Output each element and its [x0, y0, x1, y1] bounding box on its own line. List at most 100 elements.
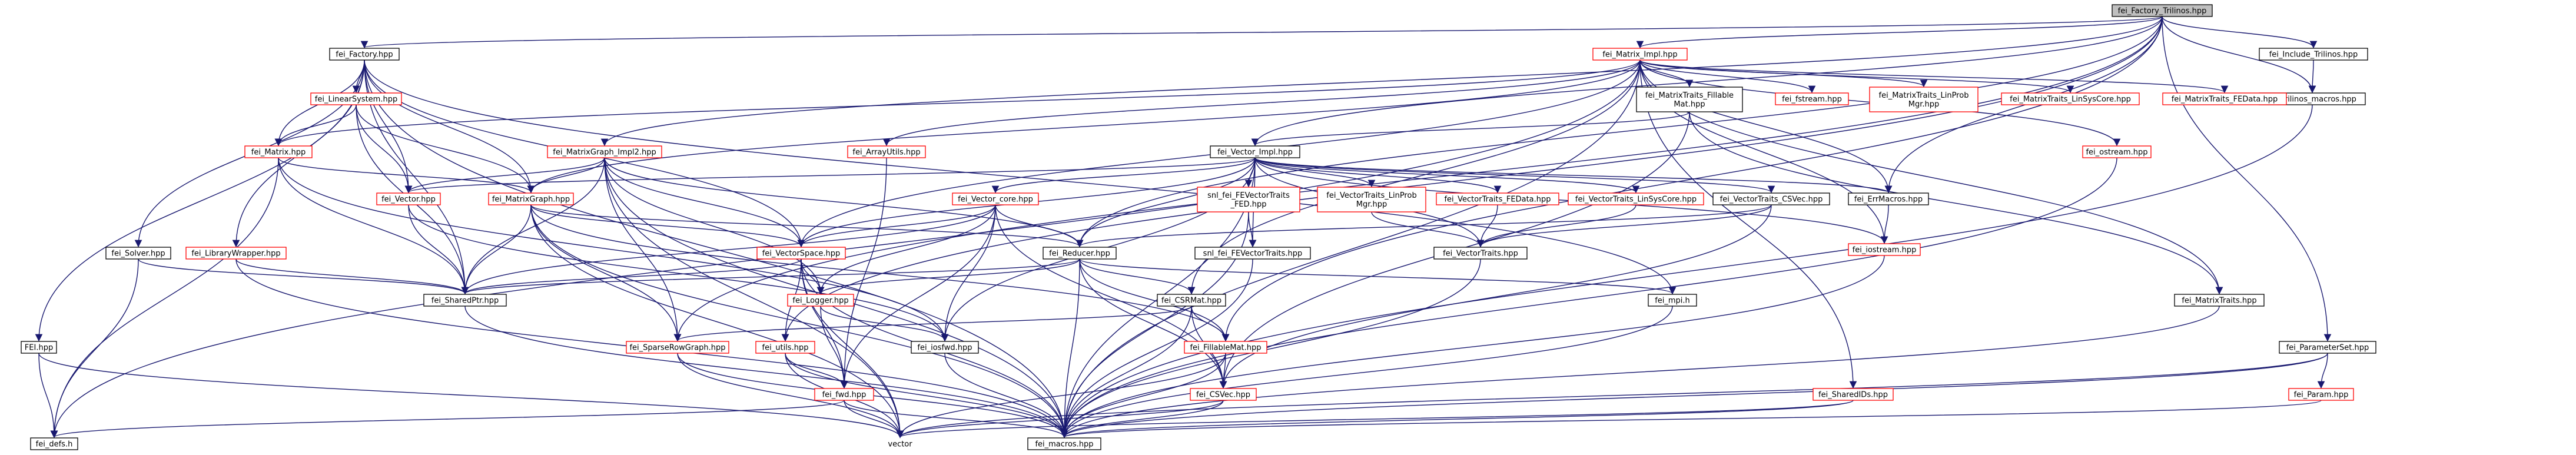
include-edge: [941, 204, 996, 342]
file-node-reducer[interactable]: fei_Reducer.hpp: [1043, 247, 1117, 260]
file-node-errmacros[interactable]: fei_ErrMacros.hpp: [1848, 192, 1929, 205]
file-node-matrixgraph[interactable]: fei_MatrixGraph.hpp: [488, 192, 574, 205]
include-edge: [530, 204, 1083, 248]
node-label: fei_Param.hpp: [2294, 391, 2349, 400]
file-node-solver[interactable]: fei_Solver.hpp: [105, 247, 171, 260]
node-box: [105, 247, 171, 260]
node-box: [626, 341, 729, 354]
node-label: vector: [888, 440, 912, 449]
include-edge: [1079, 258, 1676, 295]
include-edge: [844, 400, 1068, 439]
file-node-iostream[interactable]: fei_iostream.hpp: [1848, 243, 1921, 256]
file-node-matrixtraits[interactable]: fei_MatrixTraits.hpp: [2174, 294, 2265, 307]
file-node-matrixgraph-impl2[interactable]: fei_MatrixGraph_Impl2.hpp: [547, 145, 662, 158]
file-node-defs[interactable]: fei_defs.h: [30, 437, 78, 450]
node-label: fei_MatrixTraits_FEData.hpp: [2172, 95, 2278, 104]
node-label: fei_ostream.hpp: [2086, 148, 2147, 157]
include-edge: [604, 157, 904, 439]
file-node-csrmat[interactable]: fei_CSRMat.hpp: [1157, 294, 1226, 307]
include-edge: [1191, 305, 1230, 342]
file-node-macros[interactable]: fei_macros.hpp: [1027, 437, 1101, 450]
include-edge: [462, 258, 1080, 295]
file-node-ostream[interactable]: fei_ostream.hpp: [2082, 145, 2152, 158]
include-edge: [364, 59, 535, 194]
node-box: [329, 48, 400, 61]
node-label: fei_MatrixTraits_Fillable: [1645, 91, 1734, 100]
node-box: [185, 247, 287, 260]
file-node-matrixtraits-fillable[interactable]: fei_MatrixTraits_FillableMat.hpp: [1636, 87, 1743, 112]
node-box: [488, 192, 574, 205]
file-node-vectorspace[interactable]: fei_VectorSpace.hpp: [756, 247, 846, 260]
node-box: [1568, 192, 1704, 205]
include-edge: [604, 157, 682, 342]
node-box: [756, 247, 846, 260]
include-edge: [1076, 204, 1772, 248]
node-box: [1712, 192, 1830, 205]
file-node-vector-impl[interactable]: fei_Vector_Impl.hpp: [1210, 145, 1300, 158]
file-node-param[interactable]: fei_Param.hpp: [2288, 388, 2354, 401]
include-edge: [1254, 157, 1892, 194]
include-edge: [1254, 157, 1640, 194]
file-node-linear-system[interactable]: fei_LinearSystem.hpp: [310, 92, 402, 105]
include-edge: [1639, 59, 1857, 389]
include-edge: [50, 157, 279, 439]
file-node-fwd[interactable]: fei_fwd.hpp: [814, 388, 874, 401]
include-edge: [882, 59, 1641, 147]
file-node-matrix-impl[interactable]: fei_Matrix_Impl.hpp: [1592, 48, 1688, 61]
file-node-matrix[interactable]: fei_Matrix.hpp: [244, 145, 313, 158]
include-edge: [1880, 204, 1889, 244]
file-node-vt-linsyscore[interactable]: fei_VectorTraits_LinSysCore.hpp: [1568, 192, 1704, 205]
file-node-csvec[interactable]: fei_CSVec.hpp: [1190, 388, 1257, 401]
file-node-iosfwd[interactable]: fei_iosfwd.hpp: [911, 341, 979, 354]
node-label: fei_fstream.hpp: [1782, 95, 1842, 104]
file-node-mt-fedata[interactable]: fei_MatrixTraits_FEData.hpp: [2162, 92, 2287, 105]
file-node-snl-fevectortraits[interactable]: snl_fei_FEVectorTraits.hpp: [1194, 247, 1311, 260]
node-box: [244, 145, 313, 158]
file-node-mt-linsyscore[interactable]: fei_MatrixTraits_LinSysCore.hpp: [2001, 92, 2140, 105]
node-box: [1043, 247, 1117, 260]
file-node-vt-csvec[interactable]: fei_VectorTraits_CSVec.hpp: [1712, 192, 1830, 205]
include-edge: [461, 157, 605, 295]
node-box: [376, 192, 441, 205]
include-edge: [1060, 258, 1253, 439]
node-label: fei_MatrixGraph.hpp: [492, 195, 570, 204]
file-node-librarywrapper[interactable]: fei_LibraryWrapper.hpp: [185, 247, 287, 260]
file-node-sharedids[interactable]: fei_SharedIDs.hpp: [1813, 388, 1894, 401]
node-box: [1813, 388, 1894, 401]
file-node-sharedptr[interactable]: fei_SharedPtr.hpp: [423, 294, 507, 307]
file-node-include-trilinos[interactable]: fei_Include_Trilinos.hpp: [2259, 48, 2368, 61]
node-box: [1317, 187, 1426, 212]
file-node-arrayutils[interactable]: fei_ArrayUtils.hpp: [847, 145, 926, 158]
file-node-mpi[interactable]: fei_mpi.h: [1648, 294, 1697, 307]
include-edge: [530, 204, 682, 342]
file-node-vectortraits[interactable]: fei_VectorTraits.hpp: [1433, 247, 1528, 260]
include-edge: [1060, 258, 1481, 439]
node-label: fei_MatrixGraph_Impl2.hpp: [553, 148, 656, 157]
node-box: [310, 92, 402, 105]
include-edge: [1248, 211, 1257, 248]
include-edge: [1219, 353, 1227, 389]
file-node-vt-fedata[interactable]: fei_VectorTraits_FEData.hpp: [1436, 192, 1559, 205]
node-label: fei_CSVec.hpp: [1196, 391, 1250, 400]
include-edge: [995, 204, 1227, 389]
file-node-vector-core[interactable]: fei_Vector_core.hpp: [952, 192, 1039, 205]
include-edge: [1075, 16, 2163, 248]
file-node-vector[interactable]: fei_Vector.hpp: [376, 192, 441, 205]
file-node-sparserowgraph[interactable]: fei_SparseRowGraph.hpp: [626, 341, 729, 354]
file-node-parameterset[interactable]: fei_ParameterSet.hpp: [2279, 341, 2376, 354]
file-node-snl-vectortraits[interactable]: snl_fei_FEVectorTraits_FED.hpp: [1197, 187, 1300, 212]
node-label: fei_VectorTraits.hpp: [1443, 250, 1518, 258]
file-node-fei-hpp[interactable]: FEI.hpp: [21, 341, 57, 354]
file-node-logger[interactable]: fei_Logger.hpp: [787, 294, 854, 307]
node-label: fei_macros.hpp: [1035, 440, 1093, 449]
file-node-utils[interactable]: fei_utils.hpp: [755, 341, 815, 354]
node-label: fei_Vector_core.hpp: [958, 195, 1033, 204]
file-node-factory[interactable]: fei_Factory.hpp: [329, 48, 400, 61]
include-edge: [781, 16, 2163, 342]
file-node-fillablemat[interactable]: fei_FillableMat.hpp: [1184, 341, 1267, 354]
file-node-fstream[interactable]: fei_fstream.hpp: [1775, 92, 1849, 105]
node-box: [2174, 294, 2265, 307]
include-edge: [801, 258, 904, 439]
